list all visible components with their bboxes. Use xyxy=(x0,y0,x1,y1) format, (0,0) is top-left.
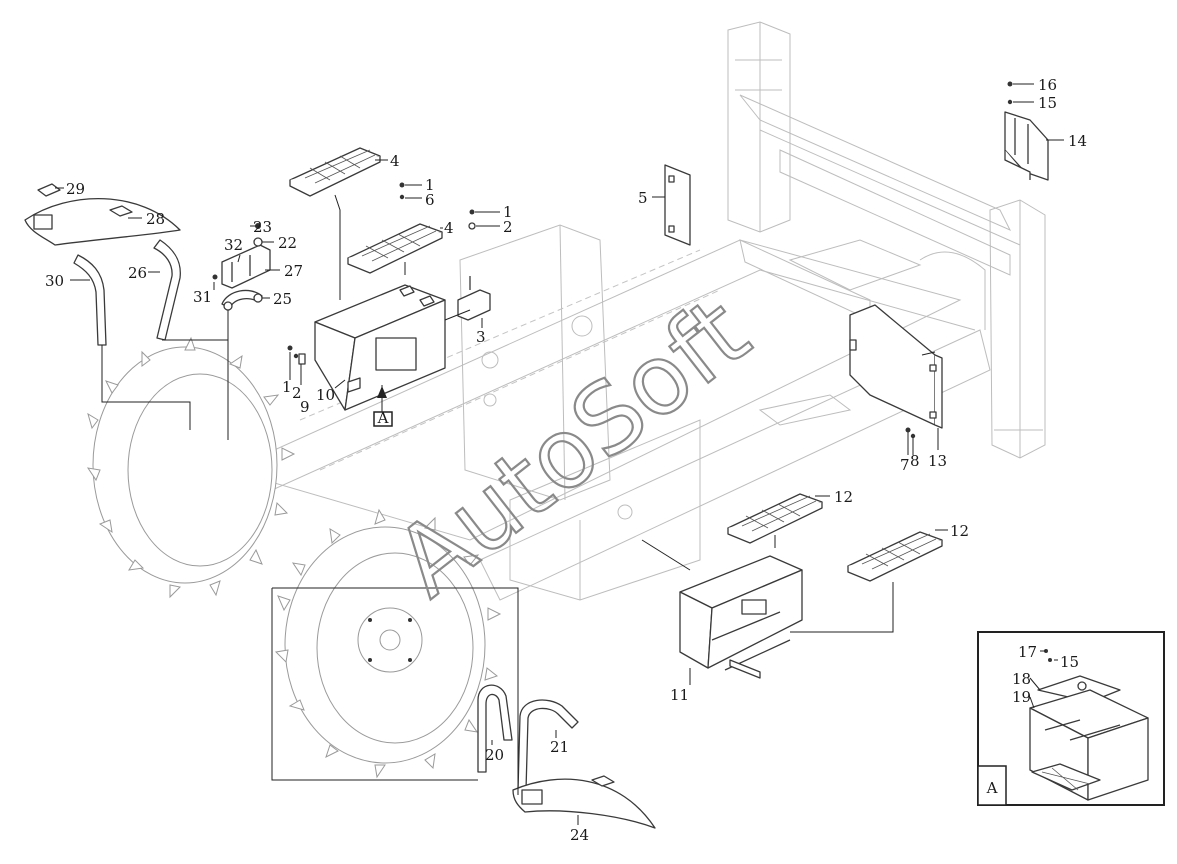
callout-21: 21 xyxy=(550,738,569,756)
tube-30 xyxy=(73,254,107,346)
clip-29 xyxy=(37,183,61,197)
callout-4: 4 xyxy=(390,152,400,170)
callout-14: 14 xyxy=(1068,132,1087,150)
callout-5: 5 xyxy=(638,189,648,207)
callout-32: 32 xyxy=(224,236,243,254)
callout-2: 2 xyxy=(503,218,513,236)
callout-16: 16 xyxy=(1038,76,1057,94)
wheel-lower-left xyxy=(274,508,502,779)
callout-19: 19 xyxy=(1012,688,1031,706)
step-tread-4b xyxy=(347,223,443,274)
callout-22: 22 xyxy=(278,234,297,252)
callout-23: 23 xyxy=(253,218,272,236)
callout-7: 7 xyxy=(900,456,910,474)
callout-24: 24 xyxy=(570,826,589,844)
step-tread-12b xyxy=(847,531,943,582)
callout-10: 10 xyxy=(316,386,335,404)
callout-numbers: 1 6 4 4 1 2 3 5 16 15 14 29 28 30 26 23 … xyxy=(45,76,1087,844)
callout-12: 12 xyxy=(834,488,853,506)
callout-26: 26 xyxy=(128,264,147,282)
callout-1: 1 xyxy=(282,378,292,396)
assembly-leader-lines xyxy=(101,194,936,795)
tube-26 xyxy=(153,239,181,341)
view-marker-label: A xyxy=(377,409,389,427)
inset-view-a: A 17 15 18 19 xyxy=(977,631,1165,806)
callout-6: 6 xyxy=(425,191,435,209)
plate-5 xyxy=(664,164,691,246)
tube-20 xyxy=(477,684,513,773)
callout-27: 27 xyxy=(284,262,303,280)
callout-31: 31 xyxy=(193,288,212,306)
callout-18: 18 xyxy=(1012,670,1031,688)
callout-28: 28 xyxy=(146,210,165,228)
callout-2: 2 xyxy=(292,384,302,402)
callout-11: 11 xyxy=(670,686,689,704)
callout-20: 20 xyxy=(485,746,504,764)
tube-21 xyxy=(517,699,579,791)
callout-12: 12 xyxy=(950,522,969,540)
bracket-14 xyxy=(1004,111,1049,181)
step-tread-4a xyxy=(289,147,381,197)
wheel-upper-left xyxy=(86,336,296,599)
callout-15: 15 xyxy=(1060,653,1079,671)
battery-box-11 xyxy=(679,555,803,679)
view-marker-a: A xyxy=(373,385,393,427)
callout-1: 1 xyxy=(503,203,513,221)
callout-13: 13 xyxy=(928,452,947,470)
callout-leaders xyxy=(55,83,1064,825)
callout-9: 9 xyxy=(300,398,310,416)
step-tread-12a xyxy=(727,493,823,544)
side-cover-13 xyxy=(849,304,943,429)
callout-4: 4 xyxy=(444,219,454,237)
callout-25: 25 xyxy=(273,290,292,308)
fender-28 xyxy=(24,198,181,246)
callout-29: 29 xyxy=(66,180,85,198)
fastener-dots xyxy=(212,81,1013,439)
callout-17: 17 xyxy=(1018,643,1037,661)
bracket-3 xyxy=(457,276,491,321)
callout-15: 15 xyxy=(1038,94,1057,112)
battery-box-10 xyxy=(314,284,446,411)
callout-30: 30 xyxy=(45,272,64,290)
clamp-25 xyxy=(221,289,263,311)
fender-24 xyxy=(512,775,656,829)
inset-label: A xyxy=(986,779,998,797)
callout-3: 3 xyxy=(476,328,486,346)
callout-8: 8 xyxy=(910,452,920,470)
callout-1: 1 xyxy=(425,176,435,194)
